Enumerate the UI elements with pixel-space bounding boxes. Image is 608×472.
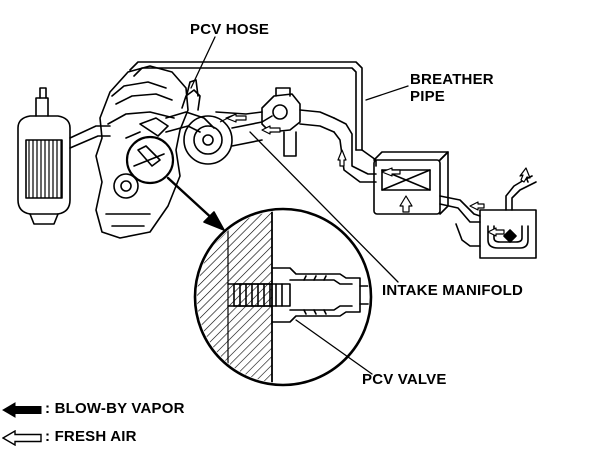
legend-blowby: : BLOW-BY VAPOR: [0, 400, 184, 420]
breather-pipe-label-line2: PIPE: [410, 88, 445, 105]
detail-callout: [125, 135, 225, 231]
intake-manifold-label: INTAKE MANIFOLD: [382, 282, 524, 299]
pcv-hose: [185, 36, 216, 99]
legend-blowby-text: : BLOW-BY VAPOR: [45, 400, 185, 417]
engine-block: [95, 65, 189, 239]
blowby-arrow-icon: [2, 402, 42, 418]
fresh-air-arrow-icon: [2, 430, 42, 446]
flow-arrows: [225, 113, 531, 237]
legend-fresh-air: : FRESH AIR: [0, 428, 136, 448]
air-cleaner: [17, 87, 111, 225]
pcv-valve-leader: [295, 319, 373, 375]
legend-fresh-air-text: : FRESH AIR: [45, 428, 137, 445]
breather-leader: [365, 85, 409, 101]
canister: [373, 151, 449, 215]
breather-pipe: [129, 61, 377, 167]
vapor-line: [333, 117, 377, 183]
intake-manifold: [165, 89, 273, 165]
breather-pipe-label-line1: BREATHER: [410, 71, 494, 88]
pcv-valve-label: PCV VALVE: [362, 371, 447, 388]
intake-leader: [249, 131, 399, 283]
throttle-body: [261, 87, 335, 157]
fuel-vent-assembly: [439, 171, 537, 259]
pcv-valve-detail: [193, 207, 373, 387]
pcv-hose-label: PCV HOSE: [190, 21, 270, 38]
